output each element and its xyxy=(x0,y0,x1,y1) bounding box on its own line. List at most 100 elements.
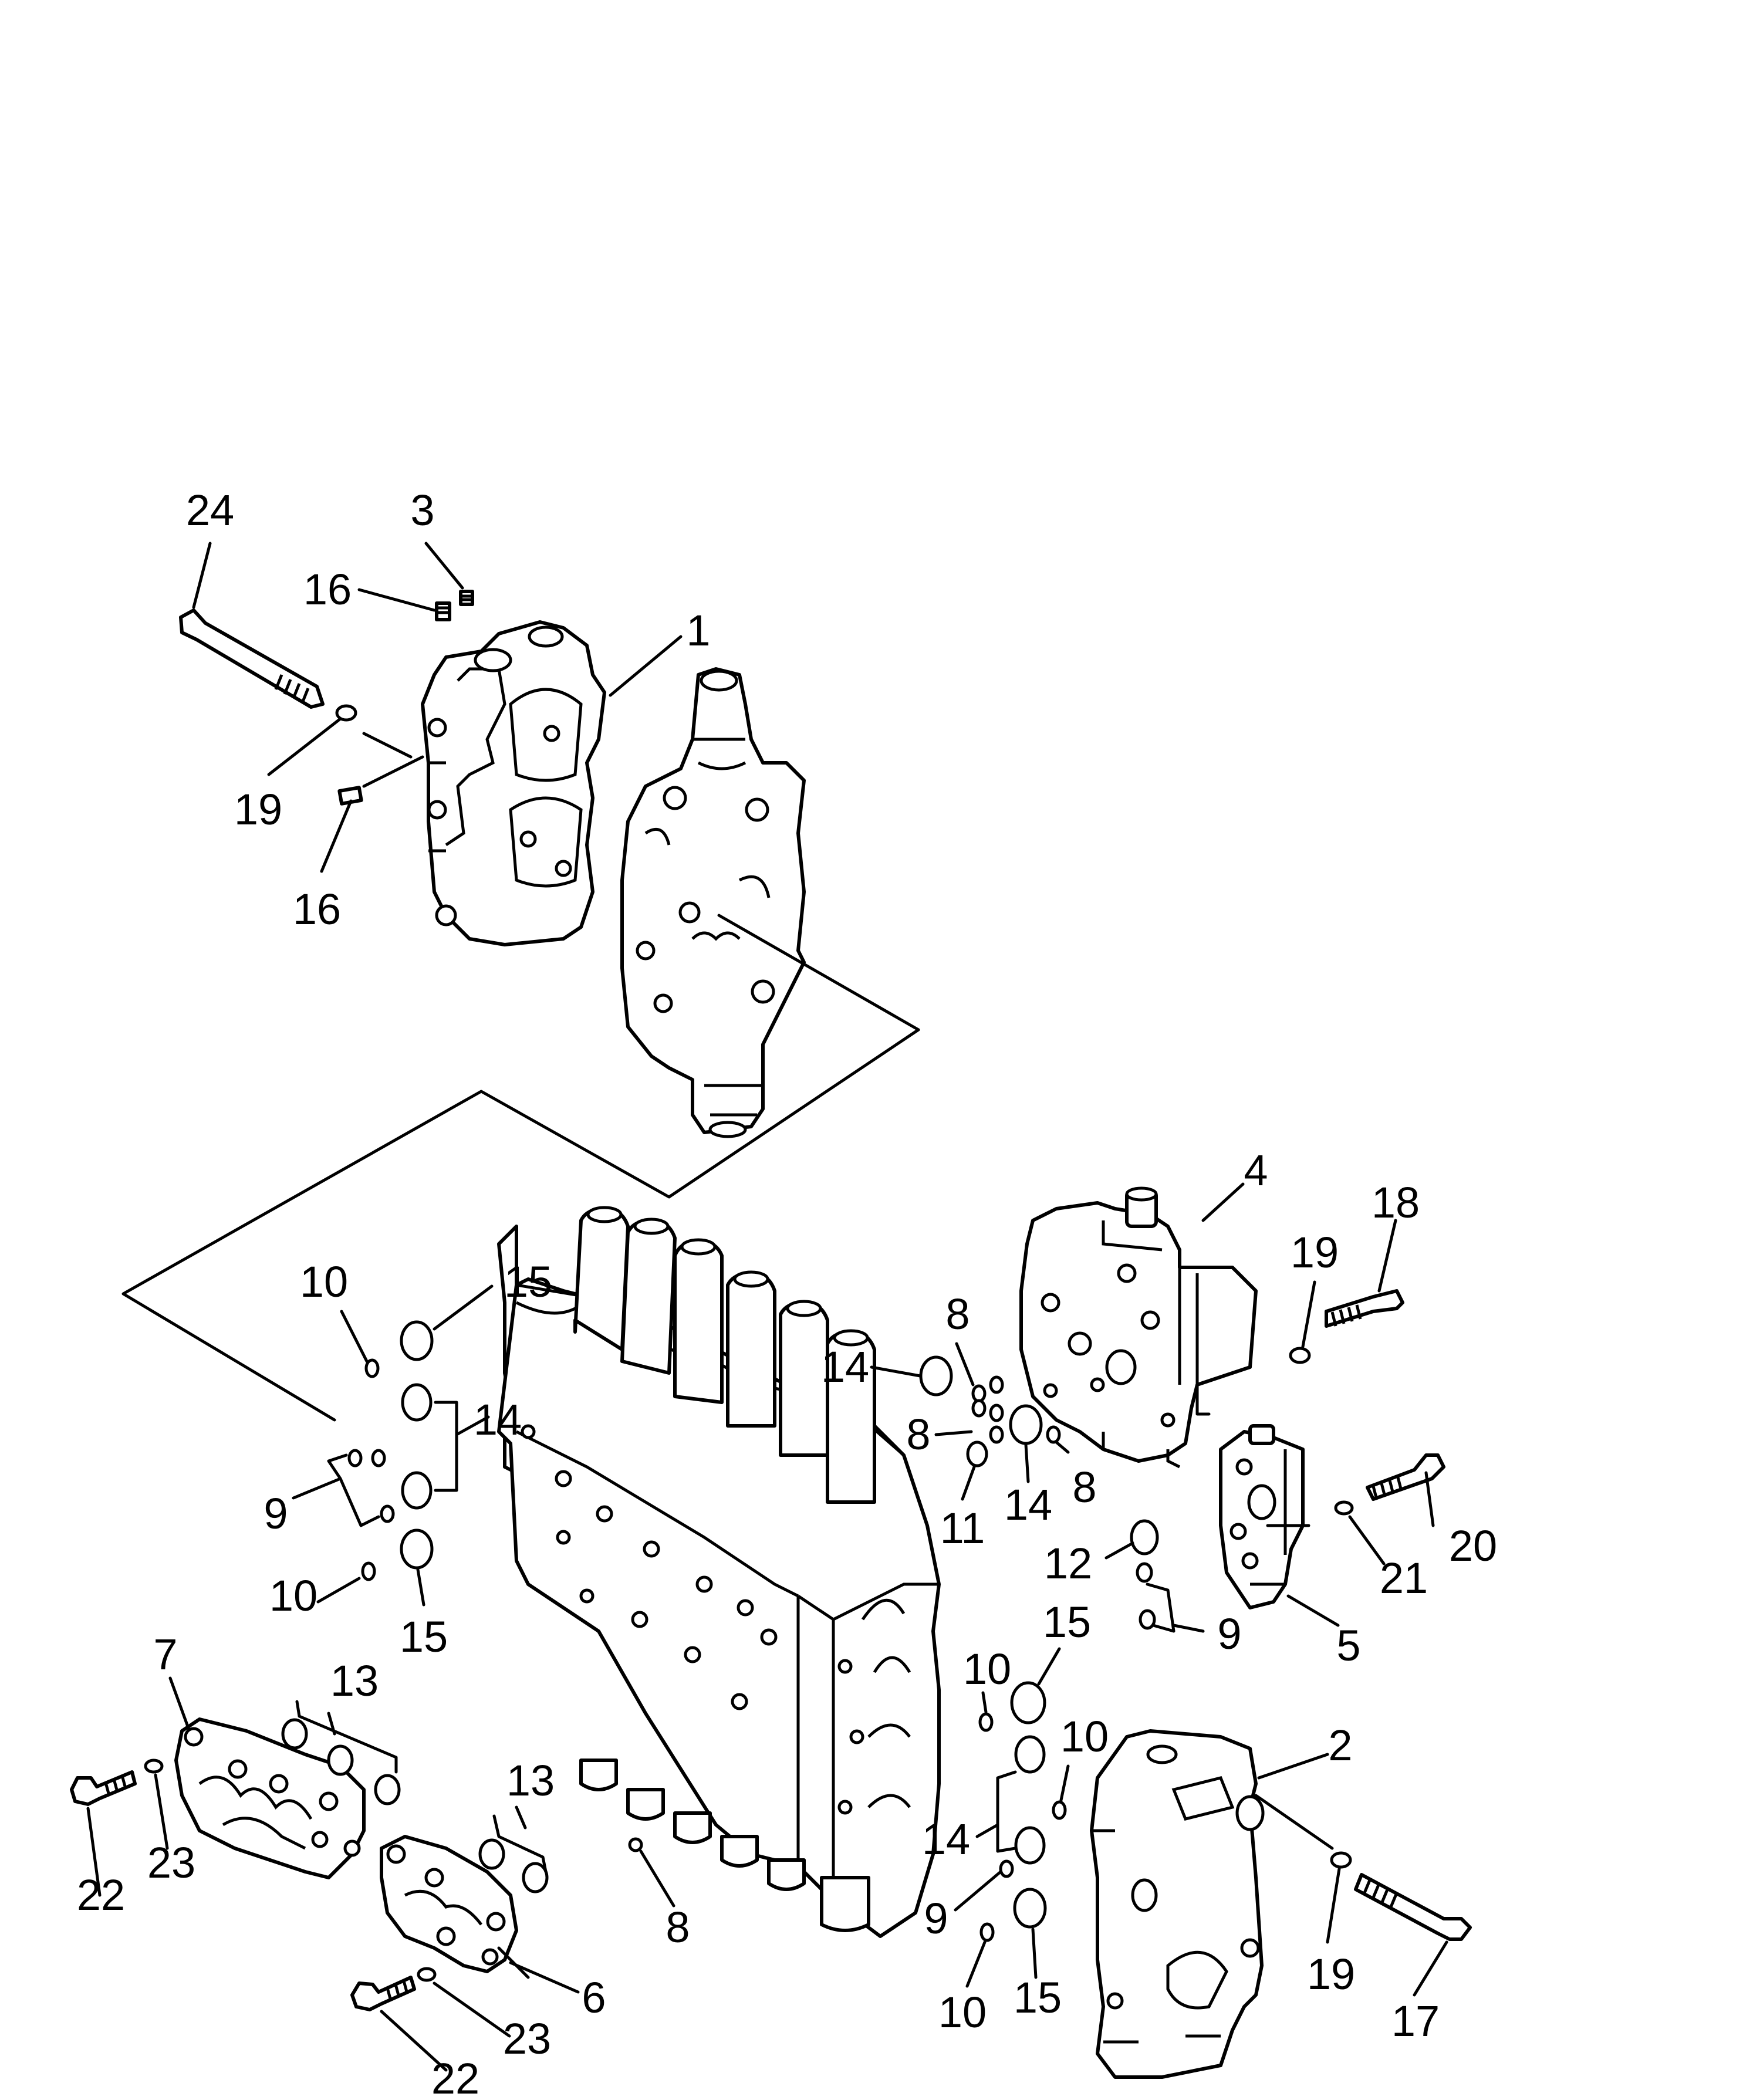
callout-15-d: 15 xyxy=(1014,1973,1062,2022)
callout-1: 1 xyxy=(686,606,710,655)
leader-18 xyxy=(1377,1219,1397,1293)
leader-11 xyxy=(961,1465,976,1501)
o-ring-13b xyxy=(327,1744,354,1776)
leader-9c xyxy=(954,1870,1002,1912)
leader-19a xyxy=(267,717,342,776)
callout-18: 18 xyxy=(1372,1178,1420,1227)
bolt-17 xyxy=(1354,1873,1472,1941)
callout-23-a: 23 xyxy=(147,1838,195,1887)
leader-3 xyxy=(424,542,464,590)
callout-10-e: 10 xyxy=(938,1988,987,2037)
leader-22a xyxy=(86,1807,102,1897)
leader-4 xyxy=(1201,1182,1245,1222)
callout-9-a: 9 xyxy=(264,1489,288,1538)
o-ring-8a xyxy=(971,1384,987,1403)
callout-13-b: 13 xyxy=(506,1756,555,1805)
o-ring-10c xyxy=(978,1712,994,1732)
callout-14-c: 14 xyxy=(1004,1480,1052,1529)
o-ring-8c xyxy=(971,1399,987,1418)
washer-19-right xyxy=(1289,1347,1311,1364)
leader-2 xyxy=(1257,1753,1329,1780)
o-ring-10b xyxy=(361,1561,376,1581)
callout-8-a: 8 xyxy=(945,1290,970,1338)
callout-8-b: 8 xyxy=(906,1410,930,1459)
leader-13b xyxy=(492,1805,548,1874)
callout-layer: 24 3 16 1 19 16 4 18 19 10 15 8 14 14 8 … xyxy=(77,486,1497,2100)
leader-21 xyxy=(1348,1515,1386,1565)
bolt-22-left xyxy=(70,1770,137,1806)
callout-17: 17 xyxy=(1391,1997,1440,2045)
leader-12 xyxy=(1104,1541,1134,1560)
o-ring-8g xyxy=(628,1837,643,1852)
leader-15d xyxy=(1031,1927,1038,1979)
plug-16-top xyxy=(435,601,451,621)
callout-8-d: 8 xyxy=(666,1903,690,1952)
leader-9b xyxy=(1146,1582,1205,1633)
leader-9a xyxy=(292,1453,380,1527)
o-ring-9d xyxy=(1136,1562,1153,1583)
leader-1 xyxy=(609,635,683,697)
leader-17 xyxy=(1413,1940,1448,1997)
callout-4: 4 xyxy=(1244,1146,1268,1195)
leader-15b xyxy=(416,1568,425,1607)
callout-2: 2 xyxy=(1328,1721,1352,1770)
callout-9-c: 9 xyxy=(924,1894,948,1943)
callout-11: 11 xyxy=(940,1504,985,1553)
leader-10d xyxy=(1059,1764,1070,1802)
callout-7: 7 xyxy=(153,1630,177,1679)
callout-5: 5 xyxy=(1336,1621,1360,1670)
leader-22b xyxy=(380,2010,448,2072)
leader-10e xyxy=(965,1940,987,1988)
o-ring-8e xyxy=(989,1425,1004,1444)
o-ring-9e xyxy=(1139,1609,1156,1630)
part-1-rear-section xyxy=(620,667,806,1138)
leader-7 xyxy=(168,1676,191,1732)
part-4-block xyxy=(1019,1186,1258,1469)
callout-22-a: 22 xyxy=(77,1871,125,1919)
callout-10-a: 10 xyxy=(300,1257,348,1306)
main-valve-body xyxy=(497,1206,941,1938)
leader-19c xyxy=(1326,1867,1341,1944)
callout-24: 24 xyxy=(186,486,234,535)
washer-19-bottom xyxy=(1330,1851,1352,1869)
leader-10a xyxy=(340,1310,369,1363)
leader-16b xyxy=(320,799,353,873)
leader-19b xyxy=(1301,1280,1316,1348)
o-ring-13a xyxy=(281,1718,308,1750)
callout-19-top: 19 xyxy=(234,785,282,834)
washer-19-top xyxy=(335,704,357,722)
callout-21: 21 xyxy=(1380,1554,1428,1602)
leader-8d xyxy=(639,1849,675,1908)
o-ring-10a xyxy=(364,1358,380,1378)
leader-16a xyxy=(357,588,436,612)
callout-14-a: 14 xyxy=(821,1342,869,1391)
bolt-18 xyxy=(1325,1289,1404,1328)
leader-6 xyxy=(509,1961,580,1994)
part-2-end-section xyxy=(1090,1729,1265,2079)
leader-13a xyxy=(295,1700,398,1774)
o-ring-14a xyxy=(401,1383,433,1422)
bolt-22-bottom xyxy=(350,1976,416,2011)
o-ring-9b xyxy=(371,1449,386,1467)
leader-8a xyxy=(955,1342,975,1387)
callout-13-a: 13 xyxy=(330,1656,379,1705)
leader-10c xyxy=(981,1691,988,1714)
o-ring-8d xyxy=(989,1404,1004,1422)
washer-21 xyxy=(1334,1500,1354,1516)
part-5-valve xyxy=(1219,1424,1305,1609)
o-ring-15b xyxy=(400,1528,434,1570)
o-ring-13e xyxy=(522,1862,549,1893)
callout-19-bottom: 19 xyxy=(1307,1950,1355,1998)
leader-23b xyxy=(433,1981,511,2038)
bolt-20 xyxy=(1366,1453,1445,1501)
part-6-block xyxy=(380,1835,518,1973)
callout-16-top: 16 xyxy=(303,565,352,614)
o-ring-14f xyxy=(1014,1826,1046,1865)
leader-14d xyxy=(975,1770,1017,1853)
o-ring-11 xyxy=(966,1440,988,1467)
callout-10-c: 10 xyxy=(963,1645,1011,1693)
leader-10b xyxy=(316,1577,361,1604)
callout-15-a: 15 xyxy=(504,1257,552,1306)
